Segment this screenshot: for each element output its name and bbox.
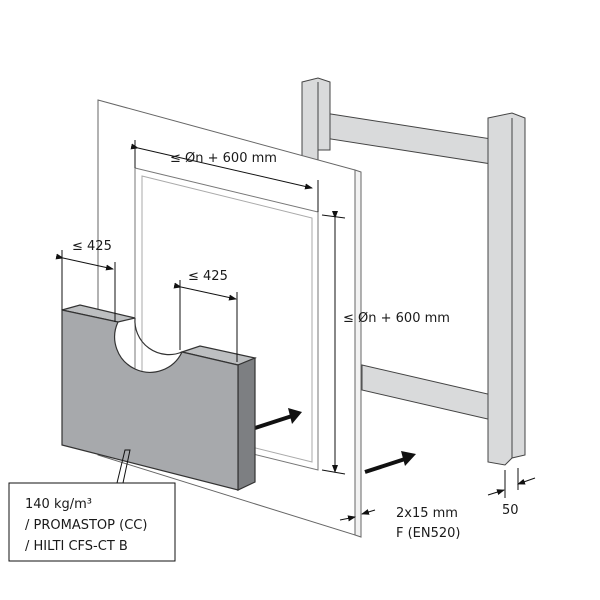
board-type-label: F (EN520) bbox=[396, 526, 461, 541]
frame-right-post bbox=[487, 112, 526, 466]
opening-width-label: ≤ Øn + 600 mm bbox=[170, 151, 277, 166]
opening-height-label: ≤ Øn + 600 mm bbox=[343, 311, 450, 326]
stud-width-label: 50 bbox=[502, 503, 519, 518]
board-thickness-label: 2x15 mm bbox=[396, 506, 458, 521]
board-edge bbox=[354, 169, 362, 538]
opening-inner-edge bbox=[141, 175, 313, 463]
material-product-1: / PROMASTOP (CC) bbox=[25, 518, 147, 533]
frame-top-rail bbox=[317, 111, 499, 166]
block-depth-mid-label: ≤ 425 bbox=[188, 269, 228, 284]
insertion-arrows bbox=[254, 408, 416, 474]
callout-leader bbox=[116, 449, 131, 484]
frame-bottom-rail bbox=[361, 364, 493, 421]
arrow-board-in bbox=[364, 457, 406, 474]
block-cutout-curve bbox=[134, 317, 183, 356]
arrow-block-in bbox=[254, 414, 293, 430]
block-side bbox=[237, 357, 256, 491]
dimensions bbox=[8, 140, 536, 562]
block-depth-left-label: ≤ 425 bbox=[72, 239, 112, 254]
material-product-2: / HILTI CFS-CT B bbox=[25, 539, 128, 554]
material-box bbox=[8, 482, 176, 562]
fire-stop-block bbox=[61, 304, 258, 491]
material-density: 140 kg/m³ bbox=[25, 497, 92, 512]
